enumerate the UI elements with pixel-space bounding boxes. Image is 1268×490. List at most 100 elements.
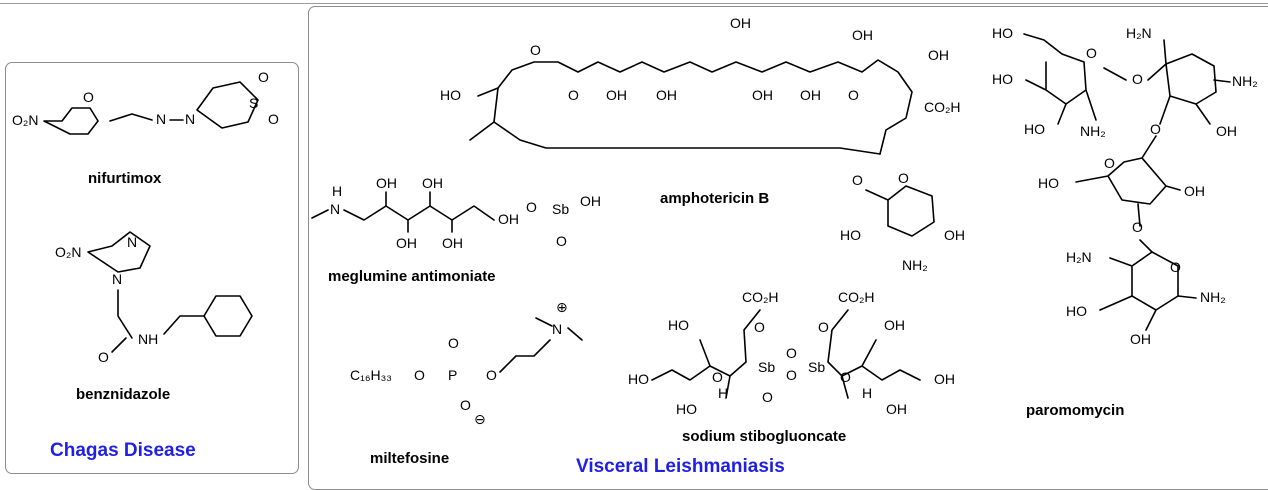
miltefosine-chain: C₁₆H₃₃ [350, 367, 392, 383]
meglumine-sb-oh: OH [580, 193, 601, 209]
meglumine-n: N [330, 201, 340, 217]
meglumine-oh3: OH [396, 235, 417, 251]
paromo-o2: O [1132, 71, 1143, 87]
stibo-sb-right: Sb [808, 359, 825, 375]
stibo-co2h-left: CO₂H [742, 289, 779, 305]
paromo-oh3: OH [1130, 331, 1151, 347]
amphotericin-oh-top: OH [730, 15, 751, 31]
miltefosine-structure: C₁₆H₃₃ O P O O O ⊖ N ⊕ [350, 299, 583, 427]
amphotericin-co2h: CO₂H [924, 99, 961, 115]
stibo-co2h-right: CO₂H [838, 289, 875, 305]
paromo-ho2: HO [992, 71, 1013, 87]
paromo-ho3: HO [1024, 121, 1045, 137]
amphotericin-glycoside-o: O [852, 172, 863, 188]
meglumine-sb-o1: O [526, 199, 537, 215]
benznidazole-nh: NH [138, 331, 158, 347]
miltefosine-o2: O [486, 367, 497, 383]
stibo-o-ring-left: O [712, 369, 723, 385]
amphotericin-nh2: NH₂ [902, 257, 928, 273]
compound-label-meglumine-antimoniate: meglumine antimoniate [328, 268, 496, 285]
benznidazole-n-ring2: N [112, 271, 122, 287]
paromomycin-structure: HO HO HO O O NH₂ H₂N NH₂ OH O O HO OH O … [992, 25, 1258, 347]
amphotericin-ho1: HO [440, 87, 461, 103]
compound-label-paromomycin: paromomycin [1026, 402, 1125, 419]
amphotericin-sugar-oh: OH [944, 227, 965, 243]
nifurtimox-n1: N [156, 111, 166, 127]
compound-label-sodium-stibogluconate: sodium stibogluoncate [682, 428, 847, 445]
meglumine-oh2: OH [422, 175, 443, 191]
benznidazole-structure: O₂N N N NH O [55, 231, 253, 365]
paromo-nh2-1: NH₂ [1080, 123, 1106, 139]
leishmaniasis-panel [308, 6, 1268, 490]
paromo-nh2-3: NH₂ [1200, 289, 1226, 305]
miltefosine-p: P [448, 367, 457, 383]
benznidazole-carbonyl-o: O [98, 349, 109, 365]
miltefosine-minus: ⊖ [474, 411, 486, 427]
stibo-h-left: H [718, 385, 728, 401]
stibo-ho-left: HO [668, 317, 689, 333]
nifurtimox-structure: O₂N O N N S O O [12, 69, 279, 135]
meglumine-oh5: OH [498, 211, 519, 227]
paromo-nh2-2: NH₂ [1232, 73, 1258, 89]
paromo-h2n2: H₂N [1066, 249, 1092, 265]
stibo-o-center1: O [786, 345, 797, 361]
nifurtimox-sulfone-o2: O [268, 111, 279, 127]
meglumine-sb: Sb [552, 201, 569, 217]
stibo-o-center2: O [786, 367, 797, 383]
miltefosine-o1: O [414, 367, 425, 383]
nifurtimox-nitro: O₂N [12, 112, 38, 128]
paromo-o6: O [1170, 259, 1181, 275]
miltefosine-plus: ⊕ [556, 299, 568, 315]
amphotericin-oh2: OH [656, 87, 677, 103]
stibo-o-bottom: O [762, 389, 773, 405]
nifurtimox-n2: N [185, 111, 195, 127]
paromo-o5: O [1132, 219, 1143, 235]
stibo-o-right: O [818, 319, 829, 335]
miltefosine-n: N [552, 321, 562, 337]
disease-label-chagas: Chagas Disease [50, 440, 196, 461]
amphotericin-oh3: OH [752, 87, 773, 103]
miltefosine-o-top: O [448, 335, 459, 351]
stibo-sb-left: Sb [758, 359, 775, 375]
paromo-oh2: OH [1184, 183, 1205, 199]
disease-label-visceral-leishmaniasis: Visceral Leishmaniasis [576, 456, 785, 477]
compound-label-amphotericin-b: amphotericin B [660, 190, 770, 207]
amphotericin-oh-right: OH [928, 47, 949, 63]
meglumine-oh4: OH [442, 235, 463, 251]
amphotericin-ester-o: O [530, 42, 541, 58]
stibo-h-right: H [862, 385, 872, 401]
amphotericin-oh-top2: OH [852, 27, 873, 43]
benznidazole-nitro: O₂N [55, 244, 81, 260]
amphotericin-sugar-o: O [898, 170, 909, 186]
amphotericin-carbonyl-o: O [568, 87, 579, 103]
paromo-oh1: OH [1216, 123, 1237, 139]
amphotericin-oh1: OH [606, 87, 627, 103]
stibo-oh-bottom: OH [886, 401, 907, 417]
benznidazole-n-ring1: N [127, 234, 137, 250]
paromo-ho4: HO [1038, 175, 1059, 191]
stibo-ho-bottom: HO [676, 401, 697, 417]
nifurtimox-ring-oxygen: O [83, 89, 94, 105]
paromo-o4: O [1104, 155, 1115, 171]
meglumine-h: H [332, 183, 342, 199]
top-divider [0, 3, 1268, 4]
meglumine-oh1: OH [376, 175, 397, 191]
meglumine-structure: H N OH OH OH OH OH O Sb OH O [311, 175, 601, 251]
stibo-oh-right: OH [884, 317, 905, 333]
stibo-oh-right2: OH [934, 371, 955, 387]
miltefosine-o-bottom: O [460, 397, 471, 413]
structure-drawings: O₂N O N N S O O O₂N N N NH O HO O O OH O… [12, 15, 1258, 427]
stibo-ho-left2: HO [628, 371, 649, 387]
amphotericin-ring-o: O [848, 87, 859, 103]
paromo-ho1: HO [992, 25, 1013, 41]
compound-label-nifurtimox: nifurtimox [88, 170, 162, 187]
compound-label-miltefosine: miltefosine [370, 450, 450, 467]
meglumine-sb-o2: O [556, 233, 567, 249]
amphotericin-sugar-ho: HO [840, 227, 861, 243]
amphotericin-oh4: OH [800, 87, 821, 103]
stibogluconate-structure: CO₂H CO₂H HO OH HO OH O O Sb Sb O O O O … [628, 289, 955, 417]
compound-label-benznidazole: benznidazole [76, 386, 171, 403]
amphotericin-b-structure: HO O O OH OH OH OH OH OH OH O CO₂H O O H… [440, 15, 965, 273]
nifurtimox-sulfur: S [249, 95, 258, 111]
paromo-ho5: HO [1066, 303, 1087, 319]
